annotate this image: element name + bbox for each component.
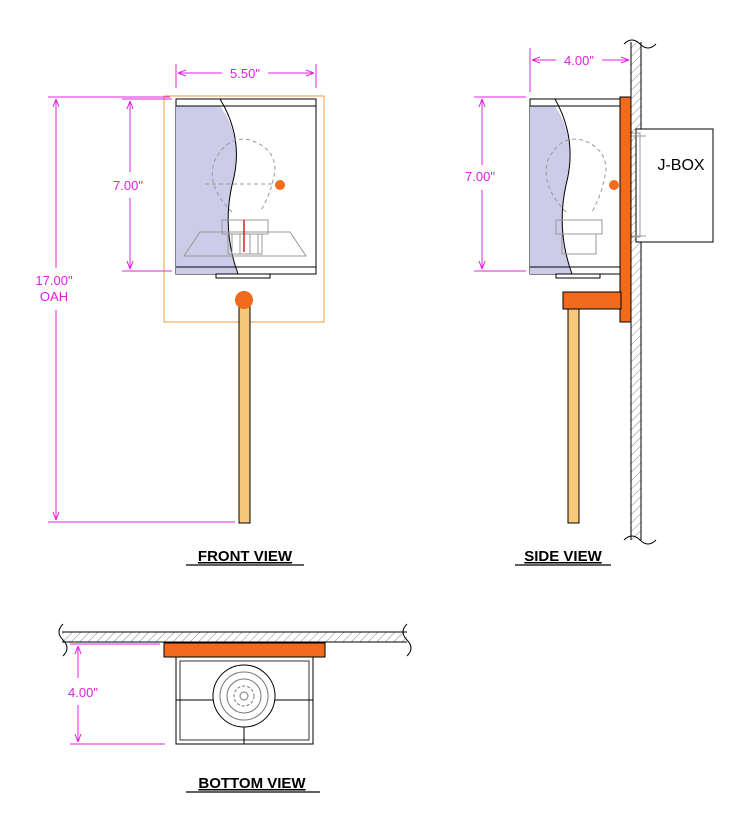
side-extension-dim: 4.00": [564, 53, 594, 68]
bottom-socket: [212, 664, 276, 728]
side-wall: [631, 42, 641, 540]
bottom-wall: [62, 632, 407, 642]
front-screw: [275, 180, 285, 190]
side-brass-rod: [567, 308, 580, 524]
front-bulb: [205, 138, 276, 213]
front-overall-dim: 17.00": [35, 273, 73, 288]
side-bulb: [545, 138, 607, 213]
side-jbox-label: J-BOX: [657, 157, 704, 174]
bottom-backplate: [163, 642, 326, 658]
front-overall-label: OAH: [40, 289, 68, 304]
front-brass-rod: [238, 299, 251, 524]
front-finial: [235, 291, 253, 309]
side-view-title: SIDE VIEW: [524, 548, 602, 565]
side-backplate: [619, 96, 632, 323]
bottom-view: 4.00" BOTTOM VIEW: [58, 623, 412, 793]
front-shade-glass: [176, 106, 238, 274]
bottom-view-title: BOTTOM VIEW: [198, 775, 306, 792]
side-jbox: [635, 128, 714, 243]
side-view: J-BOX: [465, 39, 714, 566]
side-arm: [562, 291, 622, 310]
side-shade-height-dim: 7.00": [465, 169, 495, 184]
bottom-depth-dim: 4.00": [68, 685, 98, 700]
front-shade-height-dim: 7.00": [113, 178, 143, 193]
front-view-title: FRONT VIEW: [198, 548, 293, 565]
front-view: 5.50" 7.00" 17.00" OAH FRONT VIEW: [35, 64, 325, 566]
front-width-dim: 5.50": [230, 66, 260, 81]
